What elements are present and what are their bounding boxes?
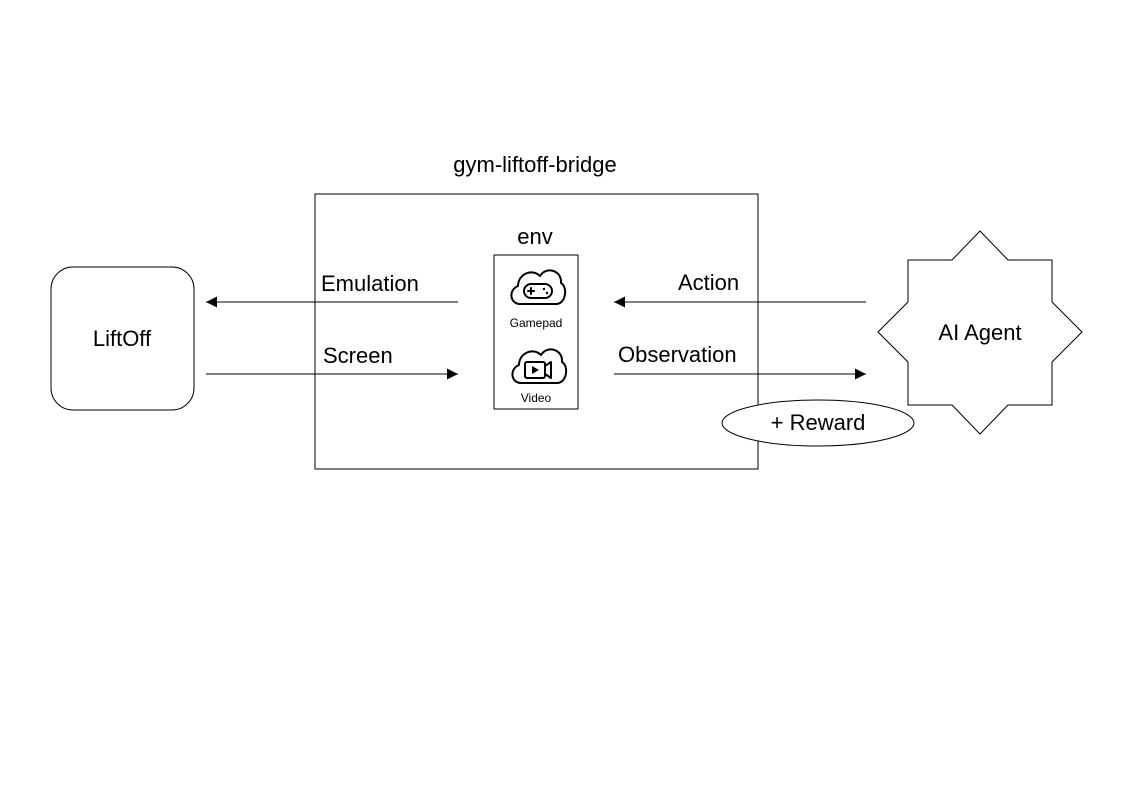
video-icon bbox=[511, 348, 568, 384]
liftoff-label: LiftOff bbox=[93, 326, 152, 351]
screen-label: Screen bbox=[323, 343, 393, 368]
env-title: env bbox=[517, 224, 552, 249]
agent-label: AI Agent bbox=[938, 320, 1021, 345]
gamepad-icon bbox=[510, 269, 567, 305]
action-label: Action bbox=[678, 270, 739, 295]
reward-ellipse bbox=[721, 399, 915, 447]
emulation-label: Emulation bbox=[321, 271, 419, 296]
gamepad-label: Gamepad bbox=[510, 316, 563, 330]
video-label: Video bbox=[521, 391, 552, 405]
liftoff-box bbox=[50, 266, 195, 411]
agent-star bbox=[877, 230, 1083, 435]
env-box bbox=[493, 254, 579, 410]
bridge-title: gym-liftoff-bridge bbox=[453, 152, 616, 177]
observation-label: Observation bbox=[618, 342, 737, 367]
reward-label: + Reward bbox=[771, 410, 866, 435]
